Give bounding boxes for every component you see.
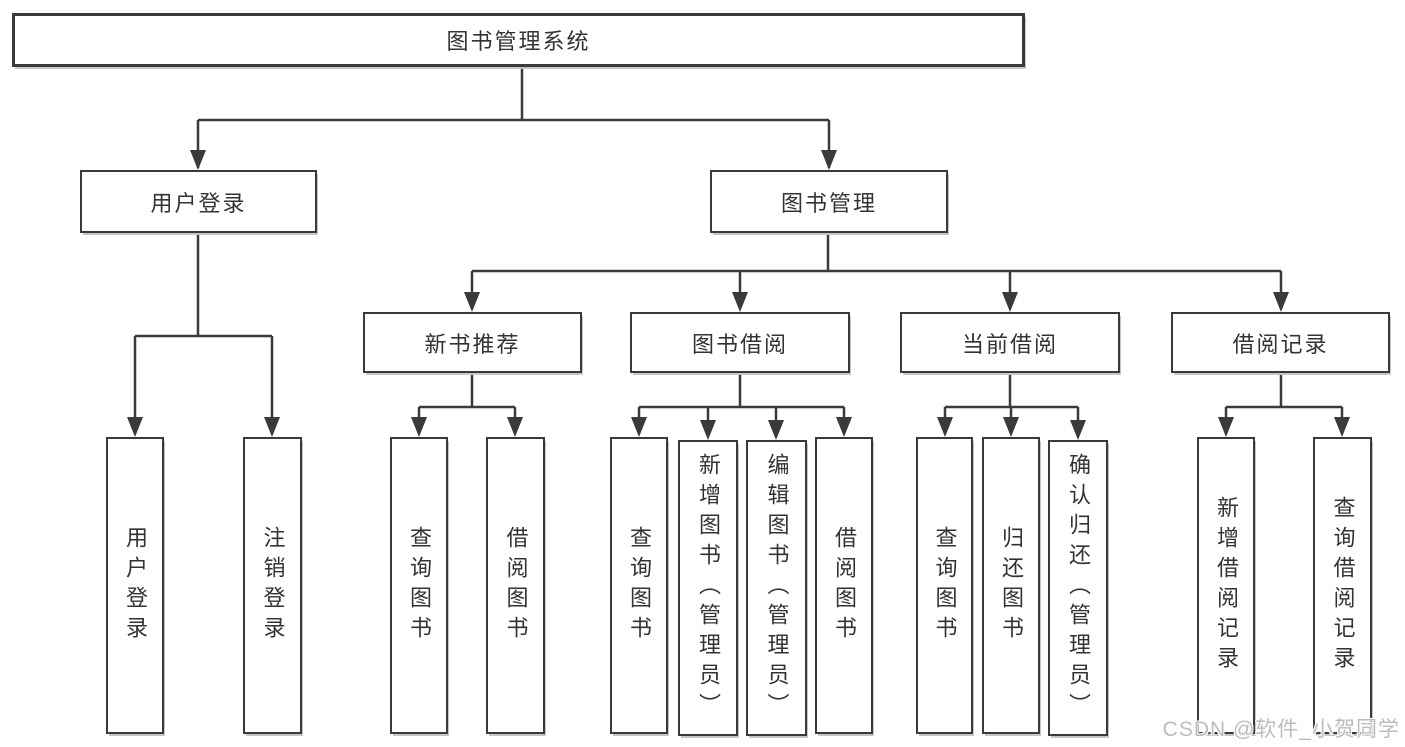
leaf-user-login: 用户登录 bbox=[106, 437, 164, 734]
node-label: 借阅图书 bbox=[832, 525, 857, 646]
node-current-borrow: 当前借阅 bbox=[900, 312, 1120, 373]
node-library-system: 图书管理系统 bbox=[12, 13, 1025, 67]
node-user-login: 用户登录 bbox=[80, 170, 317, 233]
leaf-current-query-books: 查询图书 bbox=[916, 437, 973, 734]
leaf-current-return-books: 归还图书 bbox=[982, 437, 1040, 734]
leaf-records-query-record: 查询借阅记录 bbox=[1313, 437, 1372, 734]
leaf-borrow-borrow-books: 借阅图书 bbox=[815, 437, 873, 734]
watermark: CSDN @软件_小贺同学 bbox=[1162, 718, 1400, 741]
edge-book-borrow-children bbox=[631, 373, 852, 440]
edge-records-children bbox=[1218, 373, 1350, 437]
leaf-borrow-query-books: 查询图书 bbox=[610, 437, 668, 734]
node-label: 查询借阅记录 bbox=[1330, 495, 1356, 676]
leaf-borrow-add-books-admin: 新增图书（管理员） bbox=[678, 440, 738, 736]
node-label: 确认归还（管理员） bbox=[1066, 453, 1091, 723]
node-label: 注销登录 bbox=[260, 525, 286, 646]
node-book-management: 图书管理 bbox=[710, 170, 948, 233]
leaf-logout: 注销登录 bbox=[243, 437, 302, 734]
node-book-borrow: 图书借阅 bbox=[630, 312, 850, 373]
node-label: 查询图书 bbox=[932, 525, 958, 646]
edge-new-book-children bbox=[411, 373, 523, 437]
node-borrow-records: 借阅记录 bbox=[1171, 312, 1390, 373]
node-label: 用户登录 bbox=[123, 525, 148, 646]
node-new-book-recommend: 新书推荐 bbox=[363, 312, 582, 373]
edge-user-login-children bbox=[127, 233, 280, 437]
node-label: 借阅图书 bbox=[503, 525, 529, 646]
node-label: 查询图书 bbox=[627, 525, 652, 646]
edge-book-management-children bbox=[464, 233, 1289, 312]
node-label: 新增图书（管理员） bbox=[696, 453, 721, 723]
leaf-borrow-edit-books-admin: 编辑图书（管理员） bbox=[746, 440, 807, 736]
node-label: 编辑图书（管理员） bbox=[764, 453, 790, 723]
node-label: 归还图书 bbox=[999, 525, 1024, 646]
node-label: 新增借阅记录 bbox=[1214, 495, 1239, 676]
edge-current-borrow-children bbox=[937, 373, 1086, 440]
leaf-newbook-query-books: 查询图书 bbox=[390, 437, 448, 734]
leaf-newbook-borrow-books: 借阅图书 bbox=[486, 437, 545, 734]
edge-root-to-level2 bbox=[190, 66, 837, 170]
leaf-current-confirm-return-admin: 确认归还（管理员） bbox=[1048, 440, 1108, 736]
leaf-records-add-record: 新增借阅记录 bbox=[1197, 437, 1255, 734]
node-label: 查询图书 bbox=[407, 525, 432, 646]
